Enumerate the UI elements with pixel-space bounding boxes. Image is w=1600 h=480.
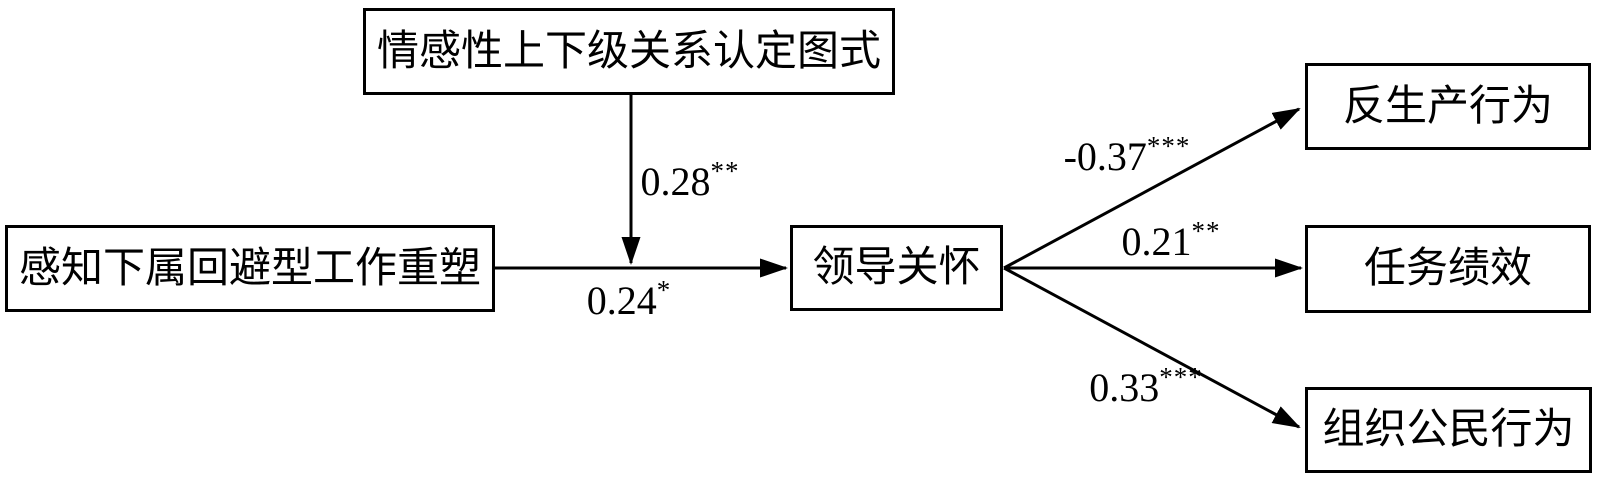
coefficient-predictor-to-mediator-stars: *: [656, 275, 672, 305]
box-outcome-ocb-label: 组织公民行为: [1322, 407, 1575, 453]
box-outcome-task-label: 任务绩效: [1363, 246, 1532, 292]
box-outcome-cwb: 反生产行为: [1305, 63, 1591, 150]
coefficient-mediator-to-ocb-stars: ***: [1159, 362, 1203, 392]
box-outcome-cwb-label: 反生产行为: [1342, 83, 1553, 130]
box-outcome-ocb: 组织公民行为: [1305, 387, 1592, 473]
coefficient-predictor-to-mediator-value: 0.24: [586, 278, 657, 323]
box-predictor: 感知下属回避型工作重塑: [5, 225, 495, 312]
coefficient-mediator-to-ocb: 0.33***: [1089, 364, 1203, 408]
coefficient-mediator-to-cwb-value: -0.37: [1063, 134, 1147, 179]
box-moderator: 情感性上下级关系认定图式: [363, 8, 895, 95]
coefficient-moderation: 0.28**: [641, 158, 740, 202]
box-predictor-label: 感知下属回避型工作重塑: [18, 245, 481, 292]
box-moderator-label: 情感性上下级关系认定图式: [376, 28, 881, 75]
coefficient-mediator-to-cwb: -0.37***: [1064, 133, 1191, 177]
coefficient-mediator-to-task-value: 0.21: [1121, 219, 1192, 264]
coefficient-mediator-to-task: 0.21**: [1122, 218, 1221, 262]
arrow-mediator-to-ocb: [1003, 266, 1301, 429]
arrow-mediator-to-cwb: [1003, 107, 1301, 270]
coefficient-moderation-value: 0.28: [640, 159, 711, 204]
coefficient-predictor-to-mediator: 0.24*: [587, 277, 672, 321]
coefficient-mediator-to-task-stars: **: [1191, 216, 1221, 246]
box-mediator: 领导关怀: [790, 225, 1003, 311]
box-mediator-label: 领导关怀: [812, 245, 981, 291]
coefficient-moderation-stars: **: [710, 156, 740, 186]
coefficient-mediator-to-ocb-value: 0.33: [1089, 365, 1160, 410]
coefficient-mediator-to-cwb-stars: ***: [1146, 131, 1191, 161]
box-outcome-task: 任务绩效: [1305, 225, 1591, 313]
